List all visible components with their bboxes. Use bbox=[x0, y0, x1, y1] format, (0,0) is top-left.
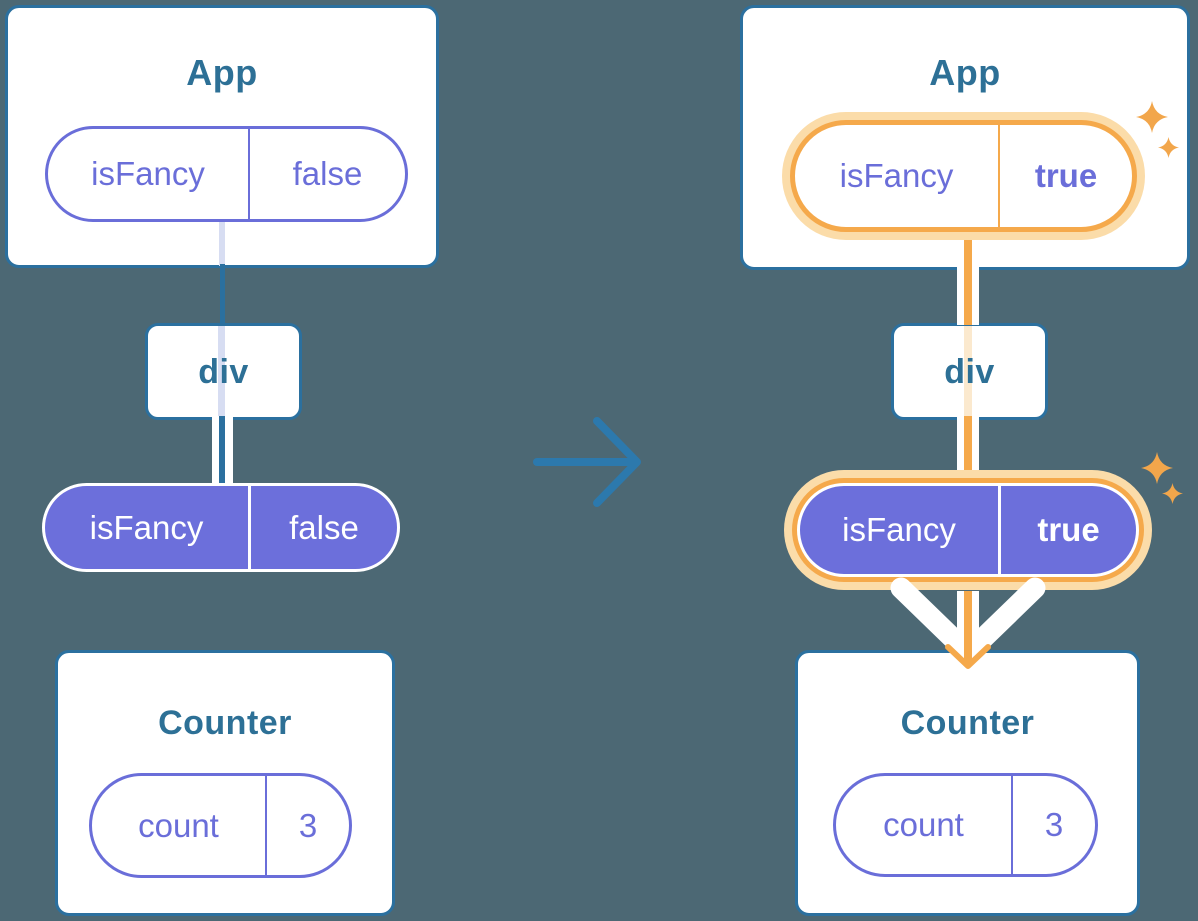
prop-name: isFancy bbox=[91, 155, 205, 192]
highlight-edge-app-div-after bbox=[964, 236, 972, 325]
passed-prop-pill-after: isFancy true bbox=[797, 483, 1139, 577]
prop-value: true bbox=[1034, 157, 1098, 194]
prop-pill-app-after: isFancy true bbox=[790, 120, 1137, 232]
state-value: 3 bbox=[298, 806, 318, 844]
pill-divider bbox=[265, 776, 267, 875]
div-label-before: div bbox=[198, 353, 249, 391]
state-name: count bbox=[138, 806, 219, 844]
pill-divider bbox=[248, 129, 250, 219]
prop-value: true bbox=[1037, 511, 1100, 548]
sparkle-icon bbox=[1141, 452, 1173, 484]
prop-value: false bbox=[292, 155, 363, 192]
prop-value: false bbox=[289, 508, 359, 546]
faint-edge-through-div-before bbox=[218, 326, 225, 417]
counter-title-before: Counter bbox=[158, 704, 292, 742]
prop-name: isFancy bbox=[842, 511, 956, 548]
state-value: 3 bbox=[1044, 806, 1064, 843]
sparkle-icon bbox=[1136, 101, 1168, 133]
pill-divider bbox=[1011, 776, 1013, 874]
sparkle-icon bbox=[1158, 137, 1179, 158]
tree-edge-app-div-before bbox=[220, 264, 225, 325]
pill-divider bbox=[998, 125, 1000, 227]
faint-edge-stub-before bbox=[219, 220, 225, 266]
highlight-edge-through-div-after bbox=[964, 326, 972, 417]
app-title-before: App bbox=[186, 52, 258, 93]
state-pill-counter-before: count 3 bbox=[89, 773, 352, 878]
div-label-after: div bbox=[944, 353, 995, 391]
app-title-after: App bbox=[929, 52, 1001, 93]
counter-title-after: Counter bbox=[900, 704, 1035, 742]
tree-edge-div-prop-before bbox=[219, 416, 225, 486]
passed-prop-pill-before: isFancy false bbox=[42, 483, 400, 572]
prop-name: isFancy bbox=[839, 157, 954, 194]
sparkle-icon bbox=[1162, 483, 1183, 504]
state-name: count bbox=[883, 806, 964, 843]
state-pill-counter-after: count 3 bbox=[833, 773, 1098, 877]
pill-divider bbox=[998, 486, 1001, 574]
pill-divider bbox=[248, 486, 251, 569]
highlight-edge-div-prop-after bbox=[964, 416, 972, 478]
prop-pill-app-before: isFancy false bbox=[45, 126, 408, 222]
prop-name: isFancy bbox=[89, 508, 204, 546]
